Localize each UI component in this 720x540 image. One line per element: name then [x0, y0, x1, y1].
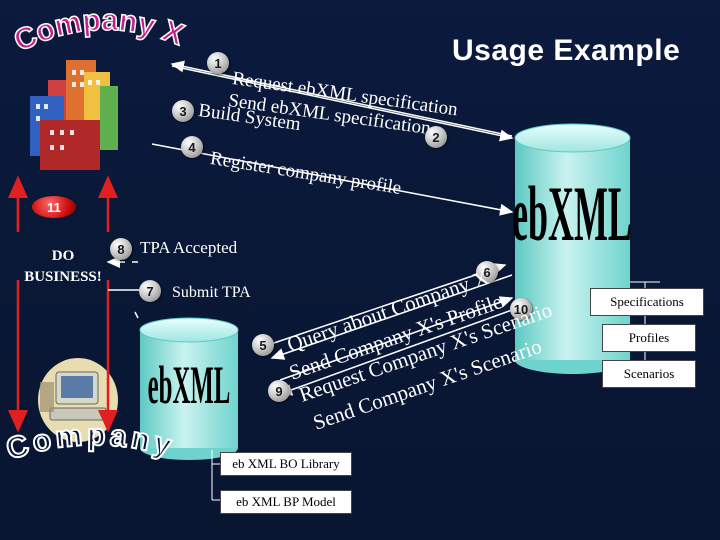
step-7-text: Submit TPA	[172, 284, 251, 301]
step-1-marker: 1	[207, 52, 229, 74]
step-6-marker: 6	[476, 261, 498, 283]
step-8-marker: 8	[110, 238, 132, 260]
step-9-marker: 9	[268, 380, 290, 402]
svg-text:ebXML: ebXML	[148, 357, 231, 416]
profiles-box: Profiles	[602, 324, 696, 352]
svg-text:ebXML: ebXML	[512, 172, 632, 258]
step-11-marker: 11	[32, 196, 76, 218]
specifications-box: Specifications	[590, 288, 704, 316]
page-title: Usage Example	[452, 34, 681, 67]
ebxml-registry-cylinder: ebXML	[512, 123, 632, 374]
step-10-marker: 10	[510, 298, 532, 320]
do-business-label: DO BUSINESS!	[24, 248, 102, 285]
step-8-text: TPA Accepted	[140, 238, 238, 257]
step-4-marker: 4	[181, 136, 203, 158]
company-x-logo: Company X	[9, 4, 188, 58]
scenarios-box: Scenarios	[602, 360, 696, 388]
company-y-cylinder: ebXML	[139, 317, 239, 460]
bp-model-box: eb XML BP Model	[220, 490, 352, 514]
step-3-marker: 3	[172, 100, 194, 122]
step-7-marker: 7	[139, 280, 161, 302]
step-5-marker: 5	[252, 334, 274, 356]
bo-library-box: eb XML BO Library	[220, 452, 352, 476]
company-x-buildings-icon	[30, 60, 118, 170]
step-2-marker: 2	[425, 126, 447, 148]
